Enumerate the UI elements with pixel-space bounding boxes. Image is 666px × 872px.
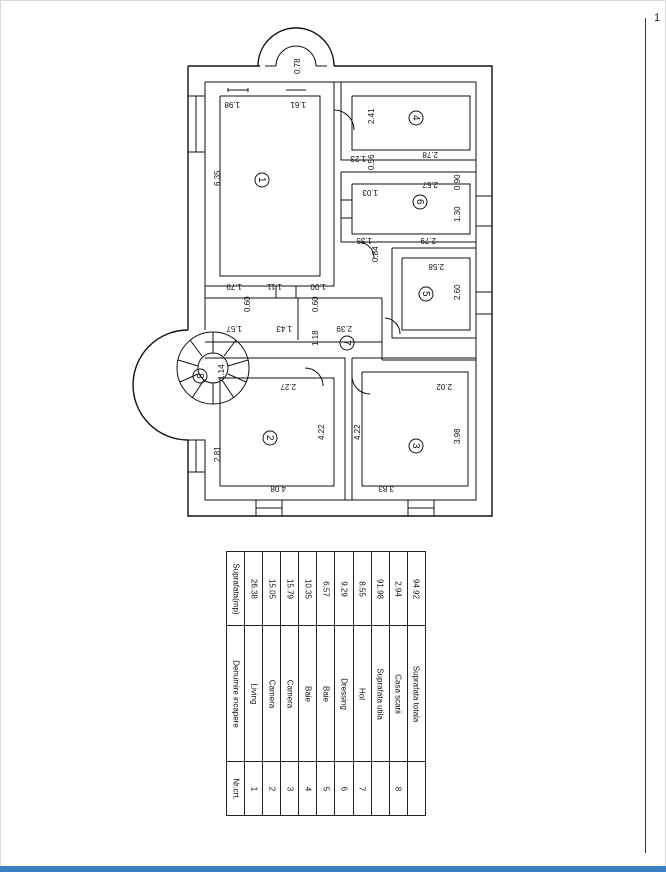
dim-label: 4.22 [317, 424, 326, 440]
table-cell: 2 [267, 786, 277, 791]
dim-label: 1.57 [226, 324, 242, 333]
dim-label: 2.39 [336, 324, 352, 333]
table-row: Nr.crt. 1 2 3 4 5 6 7 8 [225, 761, 427, 816]
table-cell: 5 [321, 786, 331, 791]
dim-label: 2.02 [436, 382, 452, 391]
dim-label: 0.78 [293, 58, 302, 74]
table-cell: Hol [357, 687, 367, 700]
table-cell: Camera [285, 679, 295, 708]
table-cell: 3 [285, 786, 295, 791]
dim-label: 4.22 [353, 424, 362, 440]
room-number: 8 [194, 373, 205, 379]
dim-label: 1.98 [224, 100, 240, 109]
table-cell: 26.38 [249, 578, 259, 599]
table-header-cell: Nr.crt. [225, 761, 246, 816]
window-bottom-bar [0, 866, 666, 872]
dim-label: 2.78 [422, 150, 438, 159]
dim-label: 1.30 [453, 206, 462, 222]
room-2-walls [205, 357, 346, 501]
dim-label: 4.08 [270, 484, 286, 493]
table-cell: Baie [321, 685, 331, 702]
dim-label: 1.23 [350, 154, 366, 163]
dim-label: 1.11 [266, 282, 282, 291]
floor-plan: 0.78 1.98 1.61 6.35 2.41 2.78 0.56 1.23 … [132, 27, 493, 517]
table-cell: 15.79 [285, 578, 295, 599]
top-bay [257, 27, 335, 67]
table-row: Suprafata(mp) 26.38 15.05 15.79 10.35 6.… [225, 551, 427, 626]
window [475, 195, 493, 227]
dim-label: 1.00 [310, 282, 326, 291]
dim-label: 1.03 [362, 188, 378, 197]
room-number: 1 [256, 177, 267, 183]
room-1-walls [205, 81, 335, 287]
table-cell: Casa scarii [393, 673, 403, 714]
table-cell: Dressing [339, 677, 349, 710]
room-3-walls [351, 357, 477, 501]
table-cell: 10.35 [303, 578, 313, 599]
table-cell: 91.98 [375, 578, 385, 599]
dim-label: 0.84 [371, 246, 380, 262]
table-cell: 9.29 [339, 580, 349, 597]
dim-label: 2.57 [422, 180, 438, 189]
table-header-cell: Denumire incapere [225, 625, 246, 762]
dim-label: 1.14 [217, 364, 226, 380]
dim-label: 2.60 [453, 284, 462, 300]
table-cell: Living [249, 683, 259, 704]
room-number: 7 [341, 340, 352, 346]
table-cell: 1 [249, 786, 259, 791]
dim-label: 6.35 [213, 170, 222, 186]
dim-label: 0.60 [311, 296, 320, 312]
dim-label: 2.81 [213, 446, 222, 462]
table-cell: 94.92 [411, 578, 421, 599]
dim-label: 2.79 [420, 236, 436, 245]
table-cell: 15.05 [267, 578, 277, 599]
dim-label: 1.61 [290, 100, 306, 109]
room-4-walls [340, 81, 477, 161]
area-table: Suprafata(mp) 26.38 15.05 15.79 10.35 6.… [225, 551, 427, 816]
dim-label: 0.56 [367, 154, 376, 170]
dim-label: 0.90 [453, 174, 462, 190]
room-number: 2 [264, 435, 275, 441]
table-cell: 6 [339, 786, 349, 791]
table-cell: 6.57 [321, 580, 331, 597]
table-row: Denumire incapere Living Camera Camera B… [225, 625, 427, 762]
table-cell: 8 [393, 786, 403, 791]
table-cell: Camera [267, 679, 277, 708]
room-number: 4 [410, 115, 421, 121]
room-number: 5 [420, 291, 431, 297]
dim-label: 2.41 [367, 108, 376, 124]
dim-label: 1.79 [226, 282, 242, 291]
dim-label: 1.35 [356, 236, 372, 245]
table-cell: 4 [303, 786, 313, 791]
hall-walls [205, 297, 476, 361]
table-cell: 8.55 [357, 580, 367, 597]
room-6-walls [340, 171, 477, 243]
room-number: 6 [414, 199, 425, 205]
dim-label: 3.83 [378, 484, 394, 493]
dim-label: 0.60 [243, 296, 252, 312]
dim-label: 1.43 [276, 324, 292, 333]
stair-tower [132, 329, 189, 441]
table-header-cell: Suprafata(mp) [225, 551, 246, 626]
table-cell: 7 [357, 786, 367, 791]
dim-label: 3.98 [453, 428, 462, 444]
dim-label: 1.18 [311, 330, 320, 346]
table-cell: Suprafata totala [411, 665, 421, 722]
table-cell: 2.94 [393, 580, 403, 597]
page-margin-line [645, 18, 646, 853]
page-mark: 1 [654, 12, 661, 24]
window [475, 291, 493, 315]
room-number: 3 [410, 443, 421, 449]
table-cell: Suprafata utila [375, 667, 385, 720]
dim-label: 2.27 [280, 382, 296, 391]
table-cell: Baie [303, 685, 313, 702]
room-5-walls [391, 247, 477, 339]
dim-label: 2.58 [428, 262, 444, 271]
